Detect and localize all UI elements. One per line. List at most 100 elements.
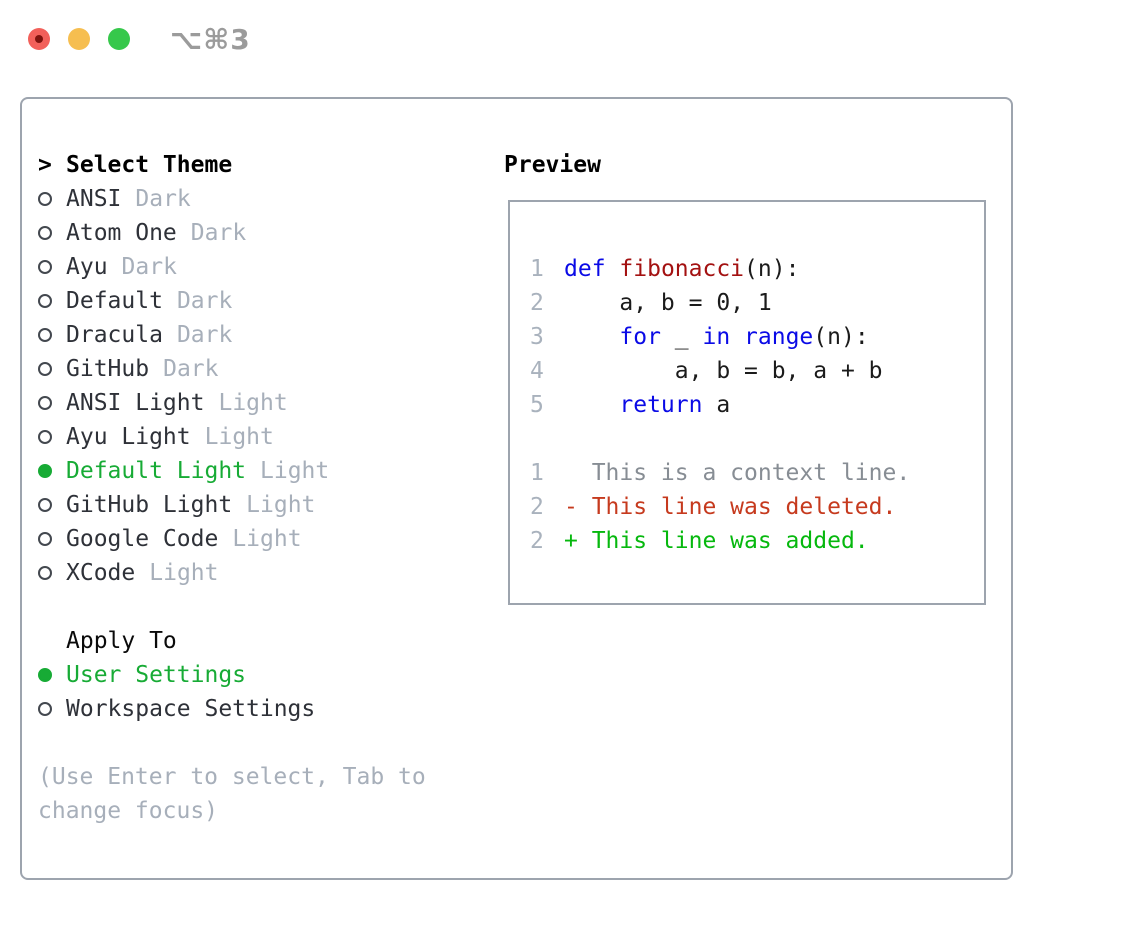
code-token: _ xyxy=(660,324,703,350)
radio-icon xyxy=(38,702,52,716)
theme-variant-tag: Dark xyxy=(176,288,233,314)
theme-option-ansi-light[interactable]: ANSI Light Light xyxy=(38,386,426,420)
marker xyxy=(38,362,66,376)
spacer xyxy=(38,590,426,624)
diff-line: 1 This is a context line. xyxy=(530,456,984,490)
radio-icon xyxy=(38,362,52,376)
theme-option-ayu-light[interactable]: Ayu Light Light xyxy=(38,420,426,454)
focus-caret-icon: > xyxy=(38,152,52,178)
help-text-line1: (Use Enter to select, Tab to xyxy=(38,764,426,790)
theme-variant-tag: Dark xyxy=(135,186,191,212)
preview-title: Preview xyxy=(504,152,601,178)
marker xyxy=(38,430,66,444)
close-button[interactable] xyxy=(28,28,50,50)
line-number: 1 xyxy=(530,460,544,486)
apply-to-title: Apply To xyxy=(66,628,177,654)
apply-option-label: Workspace Settings xyxy=(66,696,316,722)
theme-variant-tag: Light xyxy=(232,526,302,552)
code-token: a, b = b, a + b xyxy=(564,358,883,384)
radio-selected-icon xyxy=(38,464,52,478)
code-token: fibonacci xyxy=(619,256,745,282)
code-token: for xyxy=(619,324,661,350)
code-token xyxy=(730,324,744,350)
marker xyxy=(38,464,66,478)
marker xyxy=(38,328,66,342)
minimize-button[interactable] xyxy=(68,28,90,50)
code-token: range xyxy=(744,324,814,350)
theme-variant-tag: Light xyxy=(260,458,330,484)
theme-variant-tag: Dark xyxy=(163,356,219,382)
theme-variant-tag: Light xyxy=(204,424,274,450)
diff-line: 2+ This line was added. xyxy=(530,524,984,558)
theme-name: GitHub xyxy=(66,356,150,382)
line-number: 1 xyxy=(530,256,544,282)
radio-icon xyxy=(38,192,52,206)
radio-icon xyxy=(38,532,52,546)
apply-option-user-settings[interactable]: User Settings xyxy=(38,658,426,692)
theme-option-github[interactable]: GitHub Dark xyxy=(38,352,426,386)
marker xyxy=(38,498,66,512)
radio-icon xyxy=(38,328,52,342)
theme-name: Atom One xyxy=(66,220,177,246)
code-line: 2 a, b = 0, 1 xyxy=(530,286,984,320)
code-line: 5 return a xyxy=(530,388,984,422)
theme-option-github-light[interactable]: GitHub Light Light xyxy=(38,488,426,522)
code-token xyxy=(564,324,619,350)
apply-option-label: User Settings xyxy=(66,662,247,688)
diff-text: - This line was deleted. xyxy=(564,494,897,520)
code-token: in xyxy=(702,324,731,350)
window-title: ⌥⌘3 xyxy=(170,23,251,56)
marker xyxy=(38,532,66,546)
line-number: 3 xyxy=(530,324,544,350)
marker xyxy=(38,294,66,308)
zoom-button[interactable] xyxy=(108,28,130,50)
theme-variant-tag: Light xyxy=(149,560,219,586)
theme-name: Ayu Light xyxy=(66,424,191,450)
help-text-line2: change focus) xyxy=(38,798,219,824)
theme-name: GitHub Light xyxy=(66,492,233,518)
radio-icon xyxy=(38,226,52,240)
line-number: 2 xyxy=(530,494,544,520)
code-token xyxy=(606,256,620,282)
radio-icon xyxy=(38,294,52,308)
apply-option-workspace-settings[interactable]: Workspace Settings xyxy=(38,692,426,726)
marker xyxy=(38,702,66,716)
radio-selected-icon xyxy=(38,668,52,682)
theme-option-google-code[interactable]: Google Code Light xyxy=(38,522,426,556)
marker xyxy=(38,192,66,206)
theme-name: ANSI Light xyxy=(66,390,205,416)
theme-variant-tag: Dark xyxy=(121,254,177,280)
diff-text: + This line was added. xyxy=(564,528,869,554)
spacer xyxy=(38,726,426,760)
marker xyxy=(38,226,66,240)
radio-icon xyxy=(38,498,52,512)
line-number: 2 xyxy=(530,290,544,316)
diff-block: 1 This is a context line. 2 - This line wa… xyxy=(530,456,984,558)
theme-name: Google Code xyxy=(66,526,219,552)
code-token: def xyxy=(564,256,606,282)
select-theme-title: Select Theme xyxy=(66,152,233,178)
close-dot-icon xyxy=(35,35,43,43)
diff-line: 2 - This line was deleted. xyxy=(530,490,984,524)
theme-variant-tag: Light xyxy=(218,390,288,416)
radio-icon xyxy=(38,260,52,274)
line-number: 5 xyxy=(530,392,544,418)
marker xyxy=(38,260,66,274)
marker xyxy=(38,396,66,410)
radio-icon xyxy=(38,566,52,580)
radio-icon xyxy=(38,430,52,444)
theme-variant-tag: Light xyxy=(246,492,316,518)
code-token: return xyxy=(619,392,703,418)
